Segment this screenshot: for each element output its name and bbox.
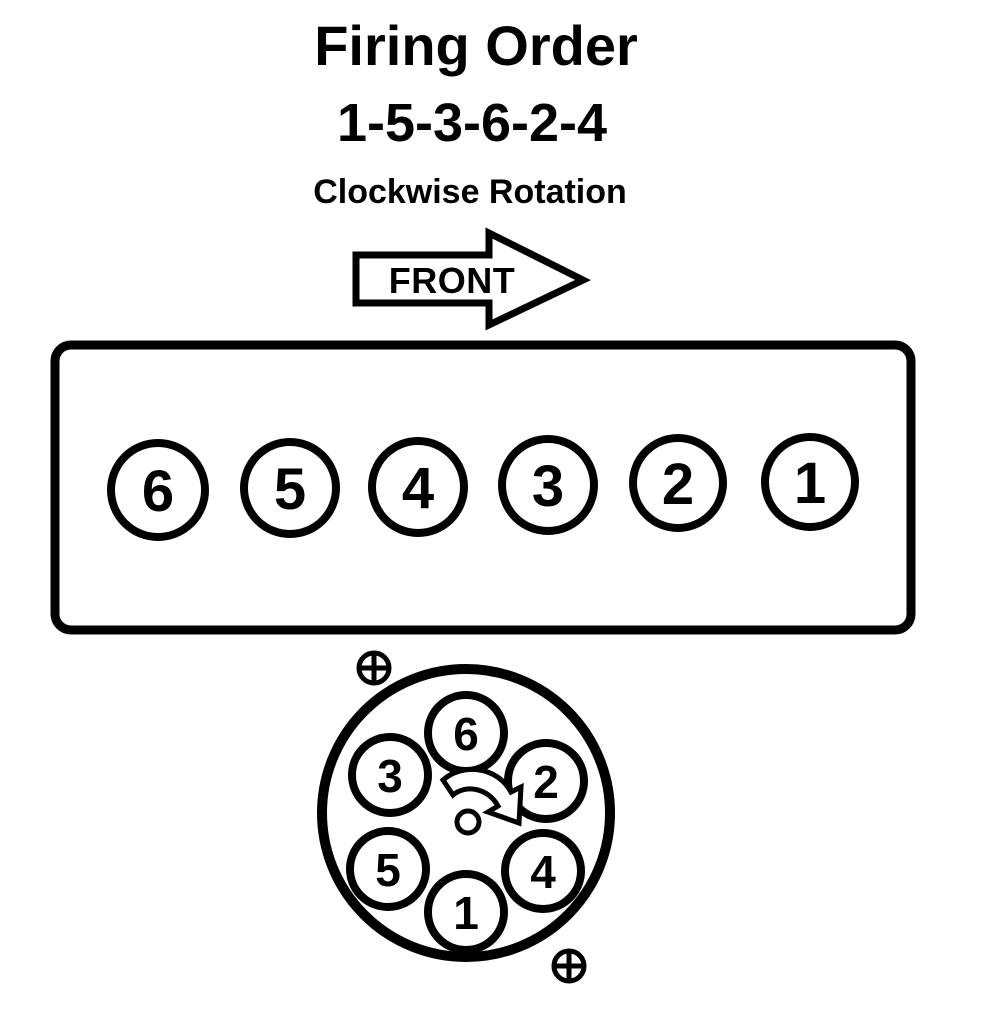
clockwise-rotation-arrow-icon	[439, 766, 524, 836]
distributor-terminal-2-label: 2	[533, 756, 559, 808]
cylinder-2-circle	[629, 434, 727, 532]
rotor-pivot-circle	[454, 808, 482, 836]
cylinder-4: 4	[368, 437, 468, 537]
page-title: Firing Order	[314, 14, 638, 77]
distributor-cap-outline	[317, 664, 615, 962]
cylinder-6: 6	[107, 439, 209, 541]
distributor-terminal-4-label: 4	[530, 846, 556, 898]
firing-order-sequence: 1-5-3-6-2-4	[337, 93, 607, 153]
distributor-terminal-3-label: 3	[377, 750, 403, 802]
alignment-mark-lower-right-icon	[551, 948, 587, 984]
cylinder-4-circle	[368, 437, 468, 537]
distributor-terminal-4-circle	[501, 829, 585, 913]
distributor-terminal-3: 3	[348, 733, 432, 817]
distributor-terminal-6-label: 6	[453, 708, 479, 760]
alignment-mark-upper-left-icon	[356, 650, 392, 686]
cylinder-6-label: 6	[142, 459, 174, 524]
engine-block-outline	[50, 340, 916, 635]
distributor-terminal-5-circle	[346, 827, 430, 911]
distributor-terminal-1: 1	[424, 870, 508, 954]
distributor-terminal-4: 4	[501, 829, 585, 913]
distributor-terminal-1-circle	[424, 870, 508, 954]
cylinder-1: 1	[761, 433, 859, 531]
cylinder-1-circle	[761, 433, 859, 531]
distributor-terminal-2: 2	[504, 739, 588, 823]
cylinder-5-label: 5	[274, 457, 306, 522]
cylinder-5: 5	[240, 438, 340, 538]
distributor-terminal-3-circle	[348, 733, 432, 817]
cylinder-3: 3	[498, 435, 598, 535]
front-arrow-shape	[352, 227, 591, 331]
distributor-terminal-5-label: 5	[375, 844, 401, 896]
rotation-note: Clockwise Rotation	[313, 173, 627, 211]
cylinder-3-circle	[498, 435, 598, 535]
cylinder-3-label: 3	[532, 454, 564, 519]
cylinder-1-label: 1	[794, 451, 826, 516]
front-direction-arrow: FRONT	[352, 227, 591, 331]
distributor-terminal-1-label: 1	[453, 887, 479, 939]
cylinder-6-circle	[107, 439, 209, 541]
distributor-cap: 6 2 4 1 5	[317, 650, 615, 984]
cylinder-2: 2	[629, 434, 727, 532]
cylinder-2-label: 2	[662, 452, 694, 517]
distributor-terminal-5: 5	[346, 827, 430, 911]
distributor-terminal-6: 6	[424, 691, 508, 775]
front-arrow-label: FRONT	[389, 260, 515, 301]
cylinder-5-circle	[240, 438, 340, 538]
rotation-arrow-shape	[439, 766, 524, 827]
distributor-terminal-2-circle	[504, 739, 588, 823]
cylinder-4-label: 4	[402, 456, 434, 521]
engine-block: 6 5 4 3 2	[50, 340, 916, 635]
